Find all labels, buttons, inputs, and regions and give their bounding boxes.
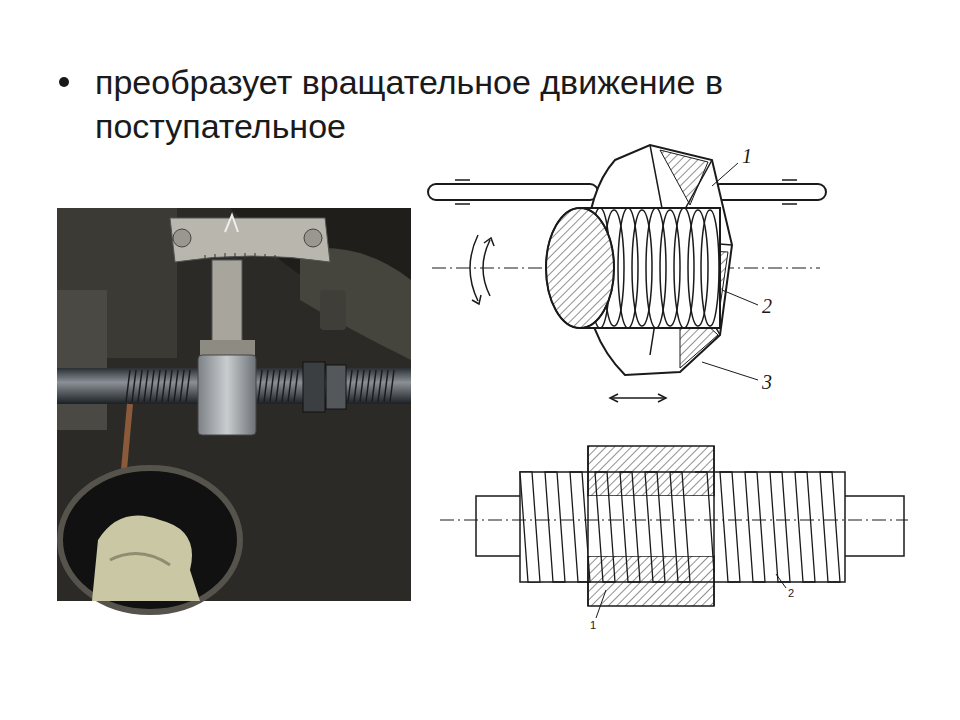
photo: [57, 208, 411, 612]
lead-screw-drawing: [440, 446, 908, 618]
bullet: [59, 77, 69, 87]
slide-bullet-text: преобразует вращательное движение в пост…: [95, 60, 815, 148]
callout-number: 2: [762, 296, 772, 316]
callout-number: 1: [590, 620, 596, 631]
callout-number: 1: [742, 146, 752, 166]
callout-number: 3: [762, 372, 772, 392]
screw-nut-drawing: [428, 145, 826, 402]
callout-number: 2: [788, 588, 794, 599]
